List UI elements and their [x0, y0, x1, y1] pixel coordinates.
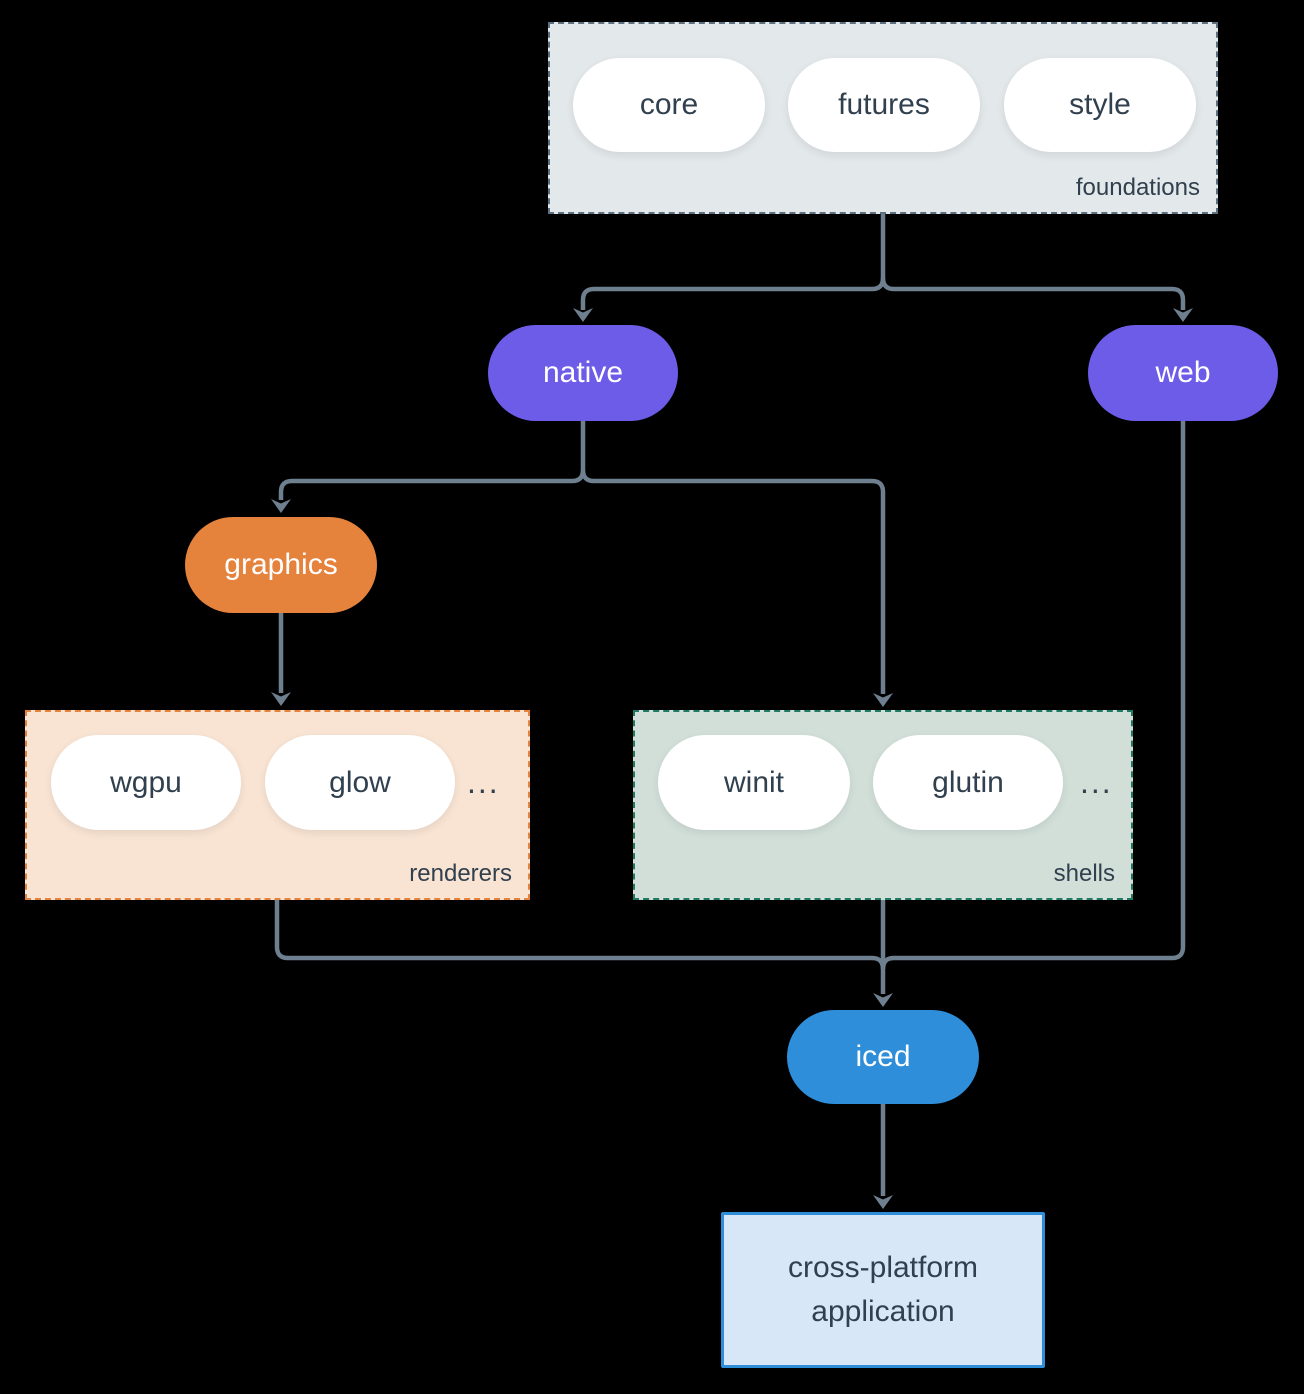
pill-winit: winit — [658, 735, 850, 830]
arrow-renderers-to-merge — [274, 900, 886, 970]
pill-core: core — [573, 58, 765, 152]
foundations-group: core futures style foundations — [548, 22, 1218, 214]
application-text-line2: application — [811, 1295, 955, 1328]
node-native: native — [488, 325, 678, 421]
arrowhead-graphics — [271, 499, 291, 513]
pill-glutin: glutin — [873, 735, 1063, 830]
node-graphics: graphics — [185, 517, 377, 613]
renderers-group: wgpu glow ... renderers — [25, 710, 530, 900]
shells-label: shells — [1053, 860, 1115, 887]
shells-ellipsis: ... — [1080, 764, 1113, 800]
cross-platform-application-box: cross-platform application — [721, 1212, 1045, 1368]
pill-glow: glow — [265, 735, 455, 830]
pill-futures: futures — [788, 58, 980, 152]
arrowhead-native — [573, 308, 593, 322]
arrowhead-iced — [873, 993, 893, 1007]
arrowhead-renderers — [271, 692, 291, 706]
arrow-foundations-to-native — [580, 214, 886, 310]
application-text-line1: cross-platform — [787, 1251, 979, 1284]
arrowhead-shells — [873, 693, 893, 707]
arrow-native-to-graphics — [278, 421, 586, 500]
arrow-native-to-shells — [580, 469, 886, 694]
node-iced: iced — [787, 1010, 979, 1104]
node-web: web — [1088, 325, 1278, 421]
arrow-foundations-to-web — [880, 277, 1186, 310]
shells-group: winit glutin ... shells — [633, 710, 1133, 900]
arrowhead-application — [873, 1195, 893, 1209]
foundations-label: foundations — [1075, 174, 1200, 201]
renderers-label: renderers — [409, 860, 512, 887]
renderers-ellipsis: ... — [467, 764, 500, 800]
pill-wgpu: wgpu — [51, 735, 241, 830]
arrowhead-web — [1173, 308, 1193, 322]
pill-style: style — [1004, 58, 1196, 152]
